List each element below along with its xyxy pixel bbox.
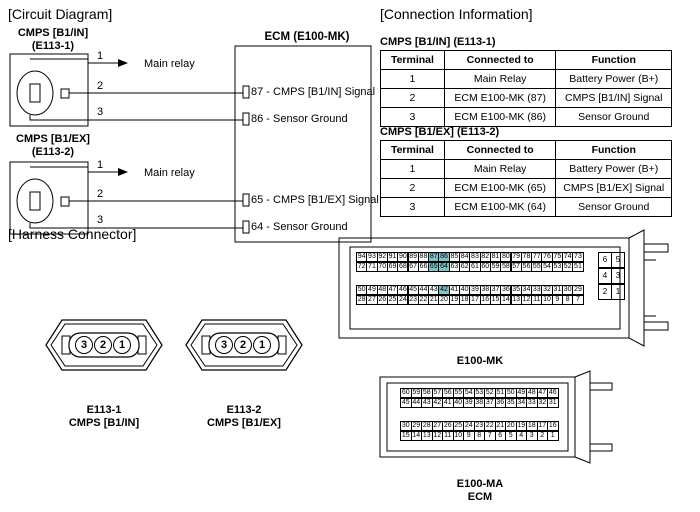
- table-cell: CMPS [B1/EX] Signal: [555, 178, 672, 198]
- c2-pin-3: 3: [220, 339, 228, 351]
- table-cell: ECM E100-MK (86): [443, 107, 557, 127]
- table-row: 3 ECM E100-MK (64) Sensor Ground: [380, 197, 672, 217]
- c2-pin-2: 2: [239, 339, 247, 351]
- connector-pin: 6: [598, 252, 612, 268]
- e100-ma-label: E100-MA ECM: [430, 478, 530, 504]
- table-cell: Battery Power (B+): [555, 159, 672, 179]
- s2-pin1: 1: [97, 159, 104, 171]
- s2-relay-label: Main relay: [144, 167, 195, 179]
- connector-pin: 1: [547, 431, 559, 441]
- table-cell: ECM E100-MK (87): [443, 88, 557, 108]
- c1-caption-line2: CMPS [B1/IN]: [68, 417, 140, 429]
- sensor-2-code: (E113-2): [31, 146, 75, 158]
- connector-pin: 5: [611, 252, 625, 268]
- s1-pin1: 1: [97, 50, 104, 62]
- connector-pin: 3: [611, 268, 625, 284]
- connector-e113-1: [45, 319, 163, 371]
- s1-signal-label: 87 - CMPS [B1/IN] Signal: [251, 86, 376, 98]
- s2-pin3: 3: [97, 214, 104, 226]
- s1-relay-label: Main relay: [144, 58, 195, 70]
- table-row: 3 ECM E100-MK (86) Sensor Ground: [380, 107, 672, 127]
- table-header: Connected to: [443, 140, 557, 160]
- table-1-caption: CMPS [B1/IN] (E113-1): [380, 36, 496, 48]
- table-cell: Battery Power (B+): [555, 69, 672, 89]
- connector-pin: 4: [598, 268, 612, 284]
- connector-pin: 1: [611, 284, 625, 300]
- table-cell: Sensor Ground: [555, 197, 672, 217]
- sensor-1-label: CMPS [B1/IN] (E113-1): [8, 27, 98, 53]
- s1-pin3: 3: [97, 106, 104, 118]
- ecm-title: ECM (E100-MK): [264, 31, 350, 43]
- s2-wire-3: [29, 223, 243, 229]
- c1-caption-line1: E113-1: [86, 404, 122, 416]
- e100-mk-label: E100-MK: [456, 355, 504, 367]
- c2-caption-line2: CMPS [B1/EX]: [207, 417, 281, 429]
- connector-pin: 73: [572, 252, 584, 262]
- table-cell: 3: [380, 107, 445, 127]
- sensor-1-code: (E113-1): [31, 40, 75, 52]
- s1-pin2: 2: [97, 80, 104, 92]
- connector-pin: 29: [572, 285, 584, 295]
- s1-wire-1: [30, 58, 118, 64]
- s1-wire-3: [29, 115, 243, 121]
- connector-pin: 46: [547, 388, 559, 398]
- s2-arrow: [118, 168, 128, 176]
- s2-signal-label: 65 - CMPS [B1/EX] Signal: [251, 194, 379, 206]
- c1-pin-2: 2: [99, 339, 107, 351]
- s1-arrow: [118, 59, 128, 67]
- sensor-1-name: CMPS [B1/IN]: [17, 27, 89, 39]
- table-cell: 3: [380, 197, 445, 217]
- connector-pin: 51: [572, 262, 584, 272]
- connector-pin: 7: [572, 295, 584, 305]
- c1-caption: E113-1 CMPS [B1/IN]: [54, 404, 154, 430]
- c2-caption: E113-2 CMPS [B1/EX]: [194, 404, 294, 430]
- connection-table-1: Terminal Connected to Function 1 Main Re…: [380, 50, 672, 127]
- table-row: 1 Main Relay Battery Power (B+): [380, 159, 672, 179]
- connector-e100-ma-outline: [379, 370, 613, 464]
- table-cell: Sensor Ground: [555, 107, 672, 127]
- circuit-diagram-title: [Circuit Diagram]: [8, 6, 113, 22]
- sensor-2-body: [16, 178, 54, 224]
- c2-caption-line1: E113-2: [226, 404, 262, 416]
- c2-pin-1: 1: [258, 339, 266, 351]
- table-row: 1 Main Relay Battery Power (B+): [380, 69, 672, 89]
- s2-pin2: 2: [97, 188, 104, 200]
- sensor-2-box: [9, 161, 89, 235]
- table-cell: ECM E100-MK (64): [443, 197, 557, 217]
- e100-ma-label-line1: E100-MA: [456, 478, 504, 490]
- table-cell: CMPS [B1/IN] Signal: [555, 88, 672, 108]
- ecm-box: [234, 45, 372, 243]
- table-cell: ECM E100-MK (65): [443, 178, 557, 198]
- c1-pin-1: 1: [118, 339, 126, 351]
- table-header: Terminal: [380, 50, 445, 70]
- connector-pin: 31: [547, 398, 559, 408]
- connector-pin: 2: [598, 284, 612, 300]
- s2-ground-label: 64 - Sensor Ground: [251, 221, 348, 233]
- sensor-2-name: CMPS [B1/EX]: [16, 133, 90, 145]
- connection-table-2: Terminal Connected to Function 1 Main Re…: [380, 140, 672, 217]
- connection-info-title: [Connection Information]: [380, 6, 533, 22]
- e100-ma-label-line2: ECM: [467, 491, 493, 503]
- sensor-1-box: [9, 53, 89, 127]
- connector-pin: 16: [547, 421, 559, 431]
- sensor-1-body: [16, 70, 54, 116]
- s1-ground-label: 86 - Sensor Ground: [251, 113, 348, 125]
- table-row: 2 ECM E100-MK (87) CMPS [B1/IN] Signal: [380, 88, 672, 108]
- connector-e113-2: [185, 319, 303, 371]
- table-row: 2 ECM E100-MK (65) CMPS [B1/EX] Signal: [380, 178, 672, 198]
- table-2-caption: CMPS [B1/EX] (E113-2): [380, 126, 500, 138]
- s2-wire-1: [30, 166, 118, 173]
- sensor-2-label: CMPS [B1/EX] (E113-2): [8, 133, 98, 159]
- connector-e100-mk-outline: [338, 229, 669, 347]
- c1-pin-3: 3: [80, 339, 88, 351]
